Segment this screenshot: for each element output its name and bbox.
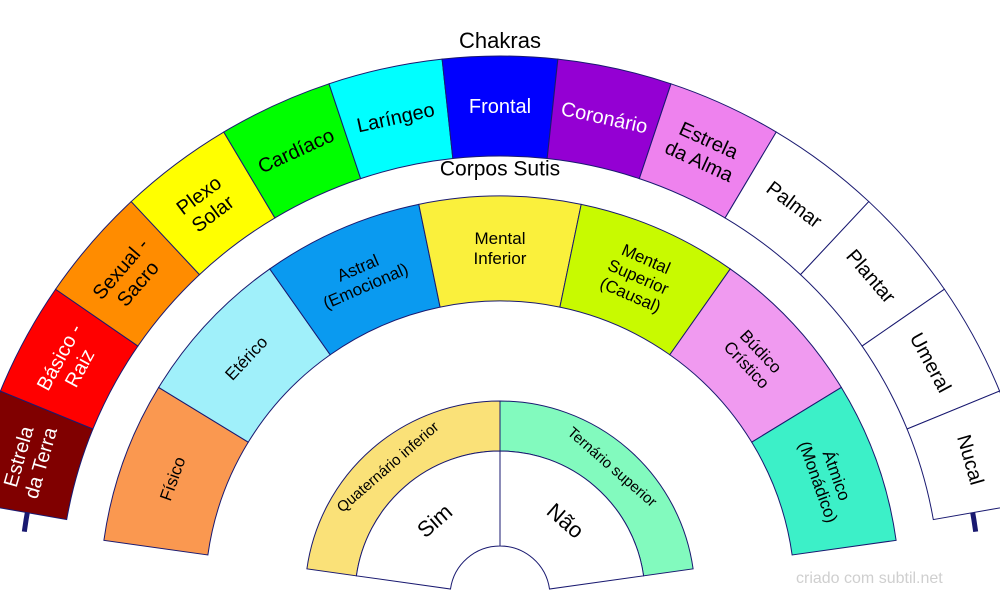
corpos-sutis-title: Corpos Sutis <box>440 158 560 181</box>
answer-segment <box>355 450 501 590</box>
corpos-label-line: Mental <box>474 230 525 249</box>
answer-segment <box>499 450 645 590</box>
chakras-title: Chakras <box>459 28 541 53</box>
corpos-label-line: Inferior <box>474 249 527 268</box>
chakra-segment <box>906 390 1000 521</box>
chakra-label: Frontal <box>469 96 531 118</box>
credit-text: criado com subtil.net <box>796 570 943 587</box>
corpos-segment <box>751 386 897 556</box>
chakra-label-line: Frontal <box>469 96 531 118</box>
